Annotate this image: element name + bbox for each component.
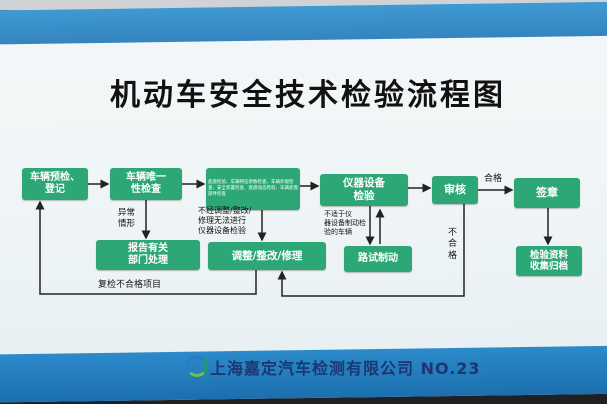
step-stamp: 签章 xyxy=(514,178,580,208)
note-qualified: 合格 xyxy=(484,174,503,184)
note-unqualified: 不 合 格 xyxy=(448,228,458,261)
step-road-brake-test: 路试制动 xyxy=(344,246,412,272)
arrow-review-to-repair xyxy=(277,204,465,297)
wall-background xyxy=(0,0,607,10)
step-body-check: 底盘检验、车辆特征参数检查、车辆外观检查、安全装置检查、底盘动态检验、车辆底盘部… xyxy=(206,168,300,210)
step-precheck-register: 车辆预检、 登记 xyxy=(22,168,88,200)
diagram-title: 机动车安全技术检验流程图 xyxy=(110,78,506,113)
note-cannot-repair: 不经调整/整改/ 修理无法进行 仪器设备检验 xyxy=(198,206,252,235)
note-abnormal: 异常 情形 xyxy=(118,208,136,229)
note-recheck: 复检不合格项目 xyxy=(98,280,162,290)
company-logo-icon xyxy=(186,355,208,377)
step-review: 审核 xyxy=(432,176,478,204)
note-not-suitable: 不适于仪 器设备制动检 验的车辆 xyxy=(324,210,366,236)
step-adjust-repair: 调整/整改/修理 xyxy=(208,242,326,270)
company-name: 上海嘉定汽车检测有限公司 NO.23 xyxy=(210,359,481,378)
step-unique-check: 车辆唯一 性检查 xyxy=(110,168,182,200)
step-instrument-check: 仪器设备 检验 xyxy=(320,174,408,206)
step-report-departments: 报告有关 部门处理 xyxy=(96,240,200,270)
step-archive-records: 检验资料 收集归档 xyxy=(516,246,582,276)
arrow-repair-to-precheck xyxy=(35,200,257,295)
